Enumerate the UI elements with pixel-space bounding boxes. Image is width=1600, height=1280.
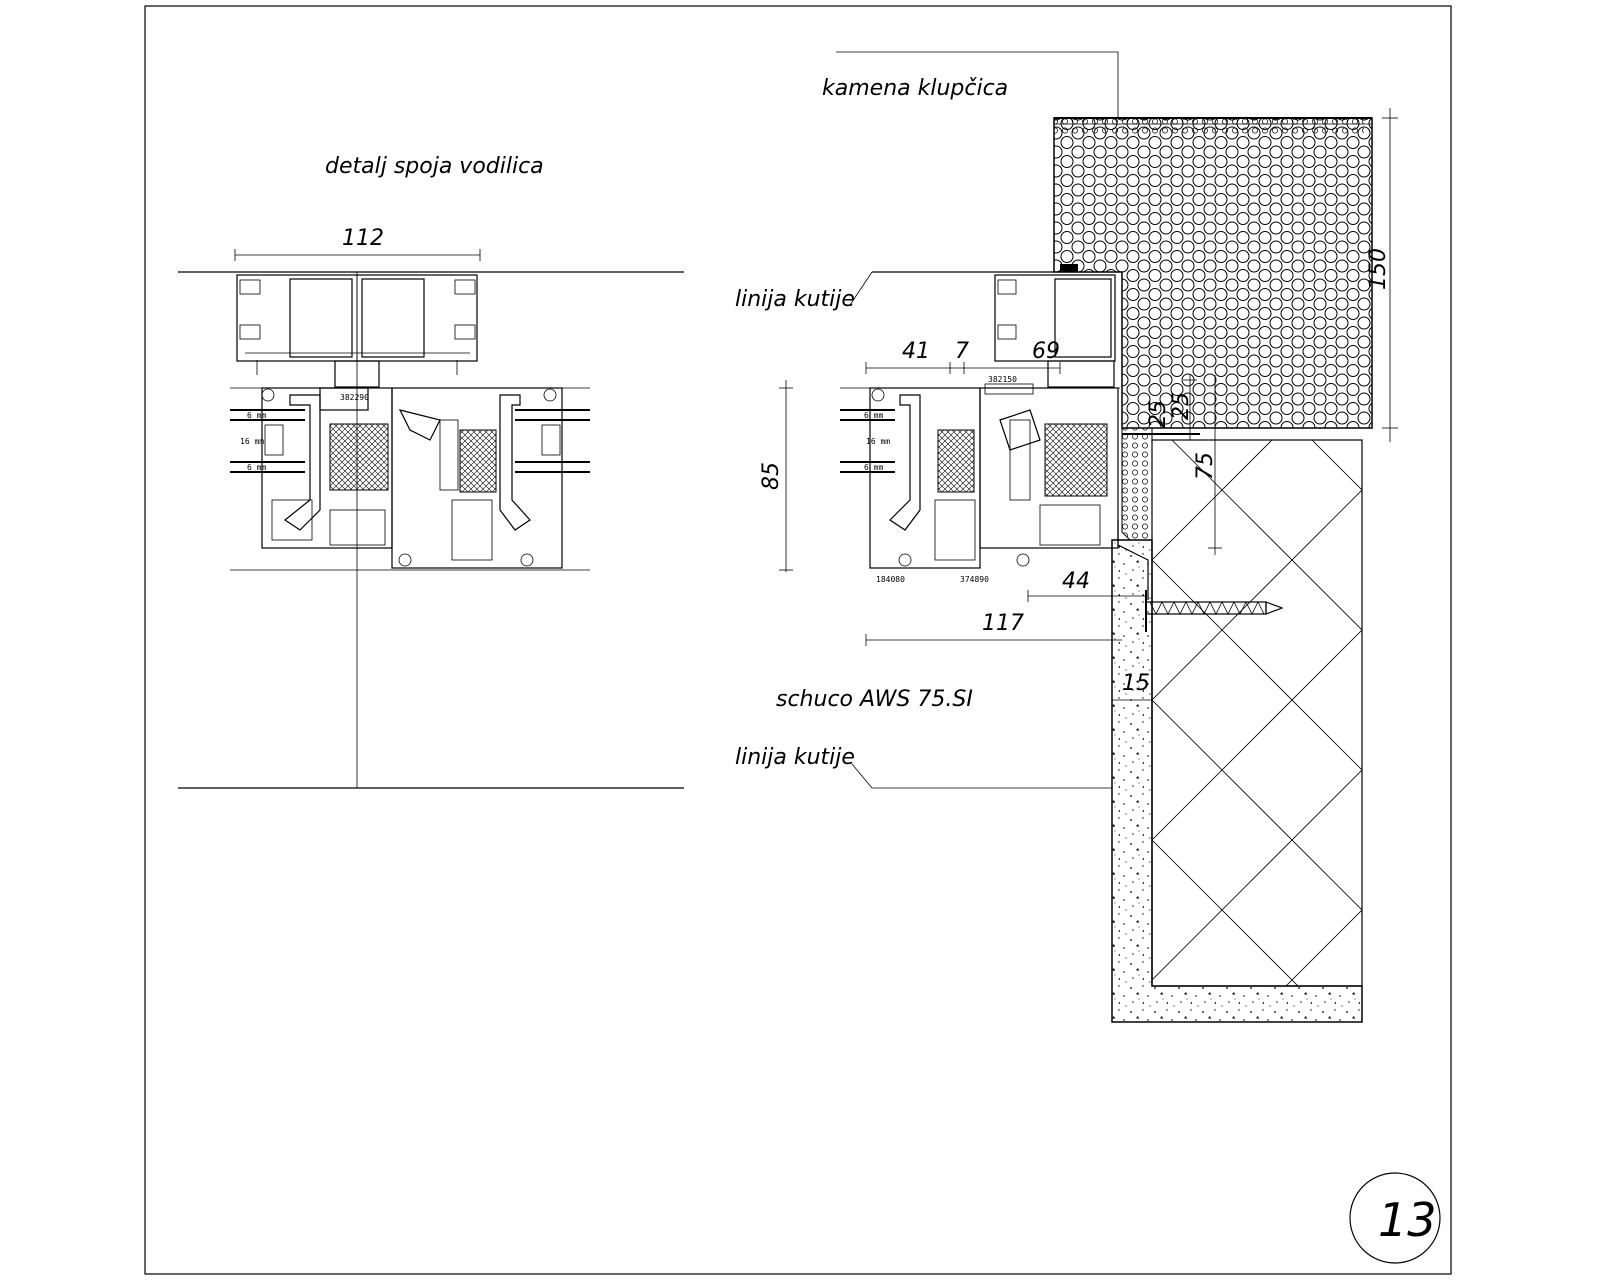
dimension-44: 44 (1027, 569, 1146, 602)
left-detail: detalj spoja vodilica 112 (178, 154, 684, 789)
svg-text:374890: 374890 (960, 575, 989, 584)
svg-text:15: 15 (1122, 671, 1150, 696)
thermal-break (1044, 423, 1108, 497)
svg-text:16 mm: 16 mm (866, 437, 890, 446)
svg-text:112: 112 (342, 226, 384, 251)
svg-text:41: 41 (902, 339, 930, 364)
anchor-screw (1145, 590, 1284, 632)
dimension-150: 150 (1366, 108, 1398, 442)
thermal-break (459, 429, 497, 493)
box-line-top-label: linija kutije (735, 287, 855, 312)
svg-text:6 mm: 6 mm (247, 463, 266, 472)
guide-rail-profile-right (994, 274, 1116, 388)
sheet-border (144, 5, 1452, 1275)
frame-profile-left: 382290 (261, 387, 563, 569)
svg-text:6 mm: 6 mm (247, 411, 266, 420)
thermal-break (329, 423, 389, 491)
dimension-112: 112 (234, 226, 481, 261)
stone-sill-leader (836, 51, 1119, 118)
wall-section (1111, 439, 1363, 1023)
stone-sill (1053, 117, 1373, 429)
right-detail: kamena klupčica 150 linija kutije (735, 51, 1398, 1023)
dimension-15: 15 (1111, 671, 1153, 706)
box-line-bottom-label: linija kutije (735, 745, 855, 770)
svg-text:25: 25 (1146, 400, 1171, 428)
dimension-25-75: 25 25 75 (1146, 375, 1222, 555)
system-name-label: schuco AWS 75.SI (776, 687, 973, 712)
svg-text:85: 85 (759, 462, 784, 490)
stone-sill-label: kamena klupčica (822, 76, 1008, 101)
box-line-top-leader (849, 271, 873, 306)
dimension-41-7-69: 41 7 69 (865, 339, 1061, 374)
svg-text:16 mm: 16 mm (240, 437, 264, 446)
left-title: detalj spoja vodilica (325, 154, 544, 179)
svg-text:382290: 382290 (340, 393, 369, 402)
svg-text:69: 69 (1032, 339, 1060, 364)
sheet-number-bubble: 13 (1349, 1172, 1441, 1264)
svg-text:6 mm: 6 mm (864, 411, 883, 420)
svg-text:25: 25 (1169, 392, 1194, 420)
svg-text:382150: 382150 (988, 375, 1017, 384)
frame-profile-right: 6 mm 16 mm 6 mm 382150 184080 374890 (840, 375, 1120, 584)
svg-text:150: 150 (1366, 248, 1391, 290)
dimension-117: 117 (865, 611, 1122, 646)
dimension-85: 85 (759, 380, 793, 572)
svg-text:75: 75 (1193, 452, 1218, 480)
svg-text:6 mm: 6 mm (864, 463, 883, 472)
sheet-number: 13 (1378, 1193, 1437, 1247)
guide-rail-profile-left (236, 274, 478, 388)
svg-text:7: 7 (955, 339, 969, 364)
box-line-bottom-leader (851, 763, 1112, 789)
glass-panes-left: 6 mm 16 mm 6 mm (230, 387, 590, 571)
svg-text:184080: 184080 (876, 575, 905, 584)
insulation-block (1151, 439, 1363, 987)
thermal-break (937, 429, 975, 493)
svg-text:44: 44 (1062, 569, 1090, 594)
svg-text:117: 117 (982, 611, 1024, 636)
